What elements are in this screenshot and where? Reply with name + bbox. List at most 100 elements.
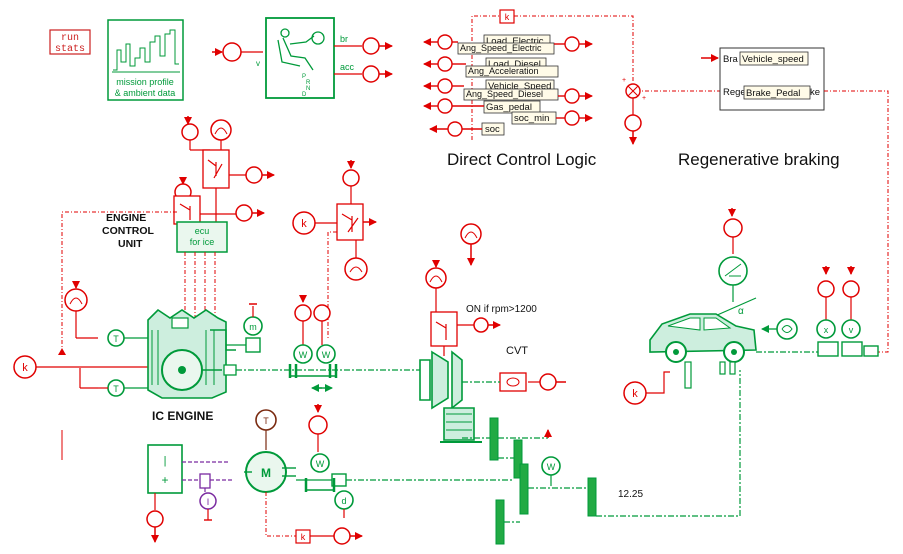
- motor-torque-d-label: d: [341, 496, 346, 506]
- driver-block[interactable]: v br acc P R N D: [256, 17, 355, 99]
- cvt-speed-threshold: [425, 267, 447, 289]
- battery-minus: |: [164, 455, 167, 467]
- cl-ang-acceleration: Ang_Acceleration: [468, 66, 539, 76]
- clutch-speed-label-2: W: [322, 350, 331, 360]
- ecu-label-1: ENGINE: [106, 212, 146, 224]
- gear-n: N: [306, 86, 310, 92]
- regen-brake-pedal: Brake_Pedal: [746, 88, 800, 99]
- engine-temp-label-2: T: [113, 384, 119, 394]
- cl-soc: soc: [485, 124, 500, 135]
- regen-ghost: ke: [810, 87, 820, 98]
- fuel-mass-label: m: [249, 322, 257, 332]
- current-label: I: [207, 497, 210, 507]
- run-stats-label-2: stats: [55, 44, 85, 55]
- clutch-speed-ref-2: [313, 304, 331, 322]
- regen-vehicle-speed: Vehicle_speed: [742, 54, 804, 65]
- grade-angle-label: α: [738, 306, 744, 317]
- ic-engine-title: IC ENGINE: [152, 409, 213, 423]
- ecu-box[interactable]: ecu for ice: [176, 221, 228, 253]
- driver-output-acc: acc: [340, 62, 355, 72]
- cl-load-electric: Load_Electric: [486, 36, 544, 47]
- ecu-box-label-2: for ice: [190, 237, 215, 247]
- clutch-switch: [336, 203, 364, 241]
- final-drive-ratio: 12.25: [618, 489, 643, 500]
- cvt-switch: [430, 311, 458, 347]
- ecu-label-2: CONTROL: [102, 225, 154, 237]
- gear-d: D: [302, 92, 307, 98]
- vehicle-vel-sensor: [841, 319, 861, 339]
- vehicle-sensor-mount: [817, 341, 879, 357]
- vehicle-pos-ref: [817, 280, 835, 298]
- cl-soc-min: soc_min: [514, 113, 549, 124]
- run-stats-label-1: run: [61, 33, 79, 44]
- motor-label: M: [261, 466, 271, 480]
- driver-seat-icon: [277, 28, 325, 71]
- clutch-gain-k-label: k: [301, 218, 307, 230]
- vehicle-grade-ref: [723, 218, 743, 238]
- motor-gain-k-label: k: [301, 532, 306, 542]
- vehicle-pos-sensor: [816, 319, 836, 339]
- clutch-block: [288, 364, 338, 378]
- clutch-in-sensor: [342, 169, 360, 187]
- cvt-switch-out: [473, 317, 489, 333]
- mission-label-2: & ambient data: [115, 88, 176, 98]
- regen-in-rege: Rege: [723, 87, 746, 98]
- mission-profile-graph-icon: [113, 29, 179, 71]
- brake-sum-sensor: [624, 114, 642, 132]
- cl-gas-pedal: Gas_pedal: [486, 102, 532, 113]
- vehicle-vel-ref: [842, 280, 860, 298]
- motor-speed-ref: [308, 415, 328, 435]
- driver-input-v: v: [256, 59, 260, 68]
- ecu-out-sensor-1: [245, 166, 263, 184]
- ecu-ref-sensor: [210, 119, 232, 141]
- svg-text:+: +: [642, 95, 646, 102]
- wind-sensor: [776, 318, 798, 340]
- control-logic-block[interactable]: k Load_Electric Ang_Speed_Electric Load_…: [423, 9, 634, 140]
- cvt-ref-sensor: [460, 223, 482, 245]
- vehicle-block[interactable]: [649, 313, 757, 389]
- engine-gain-k-label: k: [22, 362, 28, 374]
- control-gain-k-label: k: [505, 12, 510, 22]
- cvt-switch-note: ON if rpm>1200: [466, 304, 537, 315]
- cvt-block[interactable]: [419, 350, 482, 443]
- engine-temp-label-1: T: [113, 334, 119, 344]
- ecu-label-3: UNIT: [118, 238, 143, 250]
- gear-p: P: [302, 74, 306, 80]
- cl-load-diesel: Load_Diesel: [488, 59, 541, 70]
- regen-title: Regenerative braking: [678, 150, 840, 169]
- current-meter-block: [199, 473, 211, 489]
- motor-speed-sensor: [310, 453, 330, 473]
- cvt-ratio-sensor: [539, 373, 557, 391]
- gear-r: R: [306, 80, 311, 86]
- vehicle-vel-label: v: [849, 325, 854, 335]
- electric-motor-block[interactable]: M: [244, 451, 296, 493]
- accel-out-sensor: [362, 65, 380, 83]
- clutch-speed-ref-1: [294, 304, 312, 322]
- cvt-ratio-block: [499, 372, 527, 392]
- cl-ang-speed-electric: Ang_Speed_Electric: [460, 43, 542, 53]
- vehicle-pos-label: x: [824, 325, 829, 335]
- motor-speed-label: W: [316, 459, 325, 469]
- fuel-flow-block: [245, 337, 261, 353]
- run-stats-button[interactable]: run stats: [49, 29, 91, 55]
- ecu-input-sensor-1: [181, 123, 199, 141]
- clutch-speed-sensor-2: [316, 344, 336, 364]
- mission-profile-block[interactable]: mission profile & ambient data: [107, 19, 184, 101]
- svg-text:+: +: [622, 77, 626, 84]
- ecu-out-sensor-2: [235, 204, 253, 222]
- battery-block[interactable]: | +: [147, 444, 183, 494]
- ecu-box-label-1: ecu: [195, 226, 210, 236]
- control-logic-title: Direct Control Logic: [447, 150, 597, 169]
- vehicle-gain-k-label: k: [632, 388, 638, 400]
- clutch-speed-sensor-1: [293, 344, 313, 364]
- regen-braking-block[interactable]: Bra Vehicle_speed Rege Brake_Pedal ke: [719, 47, 825, 111]
- cvt-label: CVT: [506, 345, 528, 357]
- motor-torque-label: T: [263, 416, 269, 426]
- ic-engine-block[interactable]: [147, 308, 236, 399]
- ecu-labels: ENGINE CONTROL UNIT: [102, 212, 154, 250]
- clutch-speed-label-1: W: [299, 350, 308, 360]
- soc-sensor: [146, 510, 164, 528]
- ambient-temp-sensor: [64, 288, 88, 312]
- regen-sum-junction: + +: [622, 77, 646, 102]
